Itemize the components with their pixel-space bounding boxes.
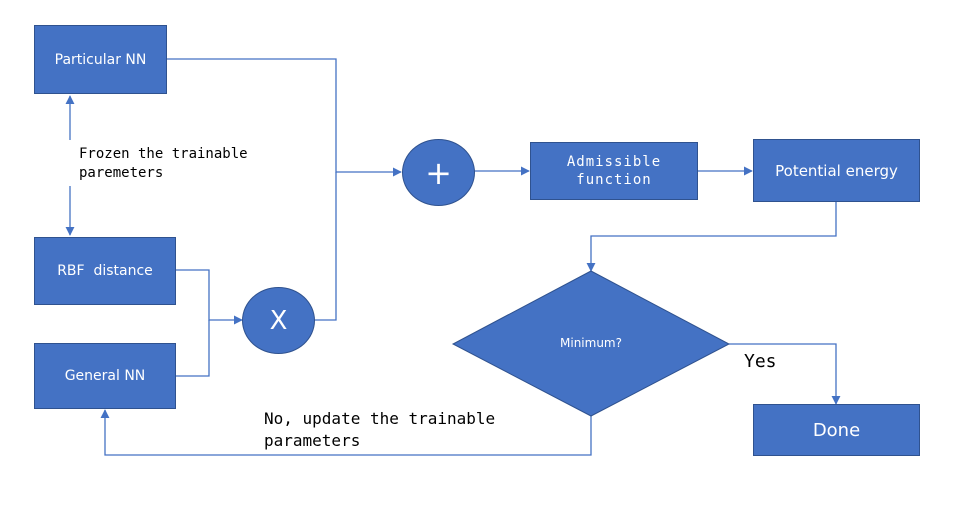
- multiply-node: X: [242, 287, 315, 354]
- add-node: +: [402, 139, 475, 206]
- minimum-decision-diamond: [451, 270, 731, 417]
- connector-minimum-to-done: [729, 343, 841, 405]
- rbf-distance-node: RBF distance: [34, 237, 176, 305]
- frozen-note-line1: Frozen the trainable: [79, 146, 248, 162]
- multiply-symbol: X: [269, 305, 288, 336]
- admissible-function-label-line2: function: [576, 172, 652, 188]
- potential-energy-label: Potential energy: [775, 161, 898, 180]
- frozen-parameters-note: Frozen the trainable paremeters: [79, 145, 248, 183]
- no-note-line2: parameters: [264, 431, 361, 450]
- frozen-note-line2: paremeters: [79, 165, 164, 181]
- minimum-label: Minimum?: [560, 336, 622, 350]
- no-update-note: No, update the trainable parameters: [264, 408, 495, 452]
- connector-multiply-to-add: [314, 172, 337, 321]
- potential-energy-node: Potential energy: [753, 139, 920, 202]
- admissible-function-label-line1: Admissible: [566, 154, 662, 170]
- connector-rbf-to-multiply: [176, 269, 243, 325]
- connector-minimum-to-general: [100, 409, 592, 456]
- connector-general-to-multiply: [176, 320, 210, 377]
- yes-label: Yes: [744, 351, 777, 372]
- general-nn-node: General NN: [34, 343, 176, 409]
- no-note-line1: No, update the trainable: [264, 409, 496, 428]
- connector-potential-to-minimum: [586, 202, 837, 272]
- add-symbol: +: [425, 153, 452, 192]
- admissible-function-node: Admissible function: [530, 142, 698, 200]
- particular-nn-node: Particular NN: [34, 25, 167, 94]
- connector-particular-to-add: [167, 58, 402, 177]
- done-label: Done: [812, 419, 861, 441]
- done-node: Done: [753, 404, 920, 456]
- general-nn-label: General NN: [64, 368, 146, 384]
- rbf-distance-label: RBF distance: [57, 263, 153, 279]
- particular-nn-label: Particular NN: [54, 51, 147, 68]
